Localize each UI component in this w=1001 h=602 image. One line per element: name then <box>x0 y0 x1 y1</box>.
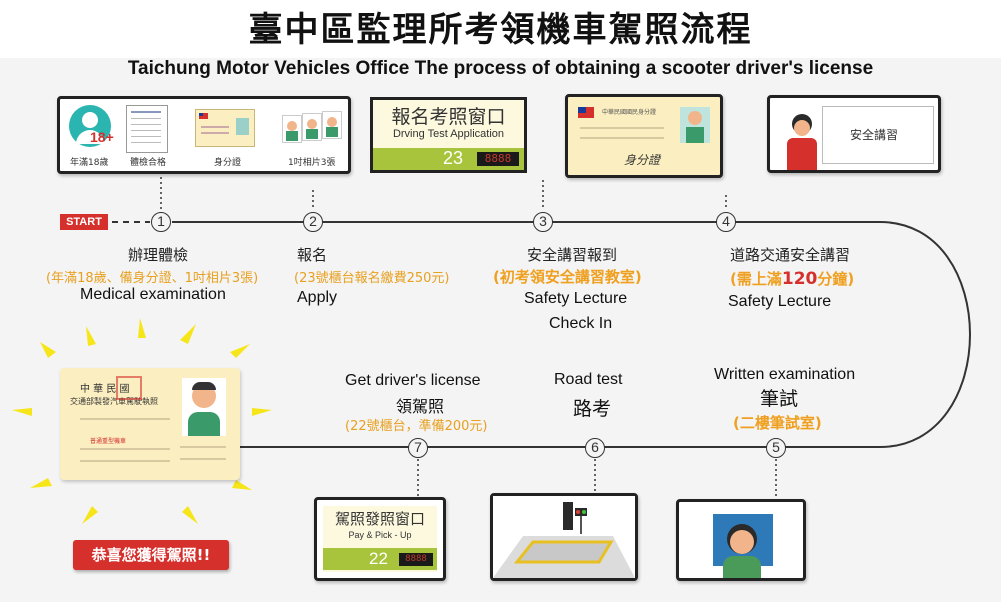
celebration-rays <box>12 318 272 524</box>
pickup-sign-subtitle: Pay & Pick - Up <box>348 530 412 540</box>
start-label: START <box>60 214 108 230</box>
license-line-2: 交通部製發汽車駕駛執照 <box>70 397 158 406</box>
pickup-counter-number: 22 <box>369 549 388 568</box>
requirement-age-label: 年滿18歲 <box>70 158 109 168</box>
step-5-en: Written examination <box>714 366 856 383</box>
step-5-note: (二樓筆試室) <box>733 414 822 432</box>
step-3-title: 安全講習報到 <box>527 246 618 264</box>
pickup-counter-display: 8888 <box>399 553 433 566</box>
application-sign-subtitle: Drving Test Application <box>392 128 505 140</box>
step-7-circle: 7 <box>408 438 428 458</box>
application-window-sign: 報名考照窗口 Drving Test Application 23 8888 <box>370 97 527 173</box>
id-card-panel: 中華民國國民身分證 身分證 <box>565 94 723 178</box>
step-1-note: (年滿18歲、備身分證、1吋相片3張) <box>46 271 259 286</box>
step-4-circle: 4 <box>716 212 736 232</box>
pickup-window-sign: 駕照發照窗口 Pay & Pick - Up 22 8888 <box>323 506 437 572</box>
step-5-title: 筆試 <box>760 388 799 410</box>
id-card-icon <box>195 109 255 147</box>
step-2-note: (23號櫃台報名繳費250元) <box>294 271 450 286</box>
id-photo-icon <box>680 107 710 143</box>
written-exam-card <box>676 499 806 581</box>
congrats-banner: 恭喜您獲得駕照!! <box>73 540 229 570</box>
page-subtitle: Taichung Motor Vehicles Office The proce… <box>127 58 874 79</box>
road-test-card <box>490 493 638 581</box>
step-6-en: Road test <box>554 371 623 388</box>
step-4-note: (需上滿120分鐘) <box>730 269 855 289</box>
step-6-title: 路考 <box>573 398 612 420</box>
step-4-title: 道路交通安全講習 <box>730 246 851 264</box>
examinee-icon <box>730 530 754 554</box>
application-counter-display: 8888 <box>477 152 519 166</box>
step-2-title: 報名 <box>297 246 328 264</box>
lecture-board-label: 安全講習 <box>850 128 899 142</box>
step-2-circle: 2 <box>303 212 323 232</box>
id-card-header: 中華民國國民身分證 <box>602 109 657 116</box>
requirement-photo-label: 1吋相片3張 <box>288 158 336 168</box>
license-line-1: 中 華 民 國 <box>80 384 130 395</box>
requirement-health-label: 體檢合格 <box>130 158 167 168</box>
page-title: 臺中區監理所考領機車駕照流程 <box>248 10 753 50</box>
application-counter-number: 23 <box>443 148 464 168</box>
step-3-circle: 3 <box>533 212 553 232</box>
step-7-note: (22號櫃台，準備200元) <box>345 419 488 434</box>
application-sign-title: 報名考照窗口 <box>391 106 506 128</box>
step-1-circle: 1 <box>151 212 171 232</box>
step-7-en: Get driver's license <box>345 372 481 389</box>
license-seal-icon <box>116 376 142 400</box>
step-1-title: 辦理體檢 <box>128 246 189 264</box>
pickup-sign-title: 駕照發照窗口 <box>334 510 425 528</box>
pickup-window-card: 駕照發照窗口 Pay & Pick - Up 22 8888 <box>314 497 446 581</box>
road-test-illustration <box>493 496 635 578</box>
step-7-title: 領駕照 <box>396 397 445 416</box>
step-2-en: Apply <box>297 289 338 306</box>
driver-license-card: 中 華 民 國 交通部製發汽車駕駛執照 普通重型機車 <box>60 368 240 480</box>
person-avatar-icon <box>69 105 111 147</box>
step-3-en-line2: Check In <box>549 315 613 332</box>
step-6-circle: 6 <box>585 438 605 458</box>
health-form-icon <box>126 105 168 153</box>
age-badge: 18+ <box>90 129 114 145</box>
step-3-note: (初考領安全講習教室) <box>493 268 642 286</box>
requirements-card: 18+ 年滿18歲 體檢合格 身分證 1吋相片3張 <box>57 96 351 174</box>
id-card-label: 身分證 <box>624 153 661 167</box>
photos-icon <box>282 111 342 145</box>
step-4-en: Safety Lecture <box>728 293 832 310</box>
step-5-circle: 5 <box>766 438 786 458</box>
step-3-en-line1: Safety Lecture <box>524 290 628 307</box>
license-line-3: 普通重型機車 <box>90 438 127 445</box>
license-photo-icon <box>182 378 226 436</box>
lecturer-icon <box>784 112 820 172</box>
step-1-en: Medical examination <box>80 286 226 303</box>
lecture-board-card: 安全講習 <box>767 95 941 173</box>
requirement-id-label: 身分證 <box>214 158 242 168</box>
